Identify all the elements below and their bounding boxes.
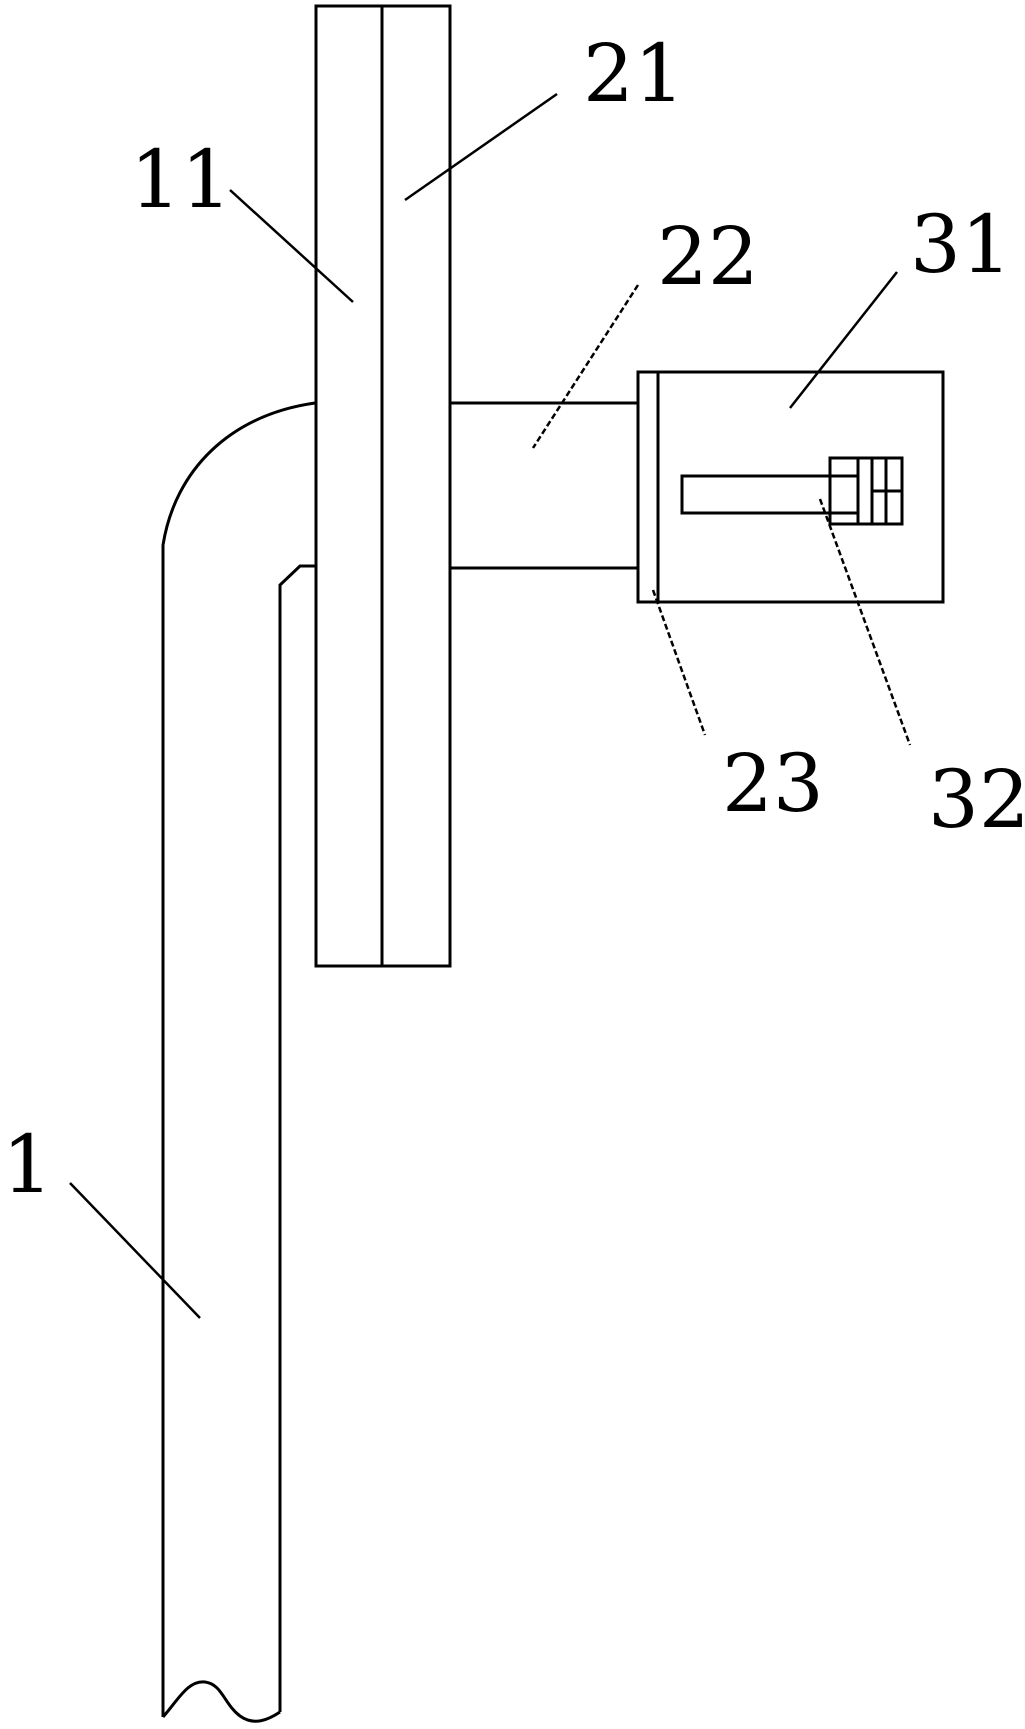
ref-label-1: 1 (2, 1118, 53, 1211)
ref-label-23: 23 (722, 737, 824, 830)
ref-label-21: 21 (583, 27, 685, 120)
leader-32 (818, 498, 912, 746)
panel-21 (380, 4, 452, 968)
arm-flange-23 (636, 370, 660, 604)
pole-break-line (161, 1680, 281, 1723)
leader-21 (404, 92, 558, 202)
ref-label-22: 22 (657, 210, 759, 303)
ref-label-11: 11 (130, 133, 232, 226)
leader-1 (69, 1182, 201, 1319)
mount-plate-11 (314, 4, 384, 968)
leader-11 (229, 189, 354, 303)
leader-22 (531, 284, 640, 449)
pole-outer-edge (161, 401, 316, 1717)
ref-label-32: 32 (928, 753, 1025, 846)
pole-inner-edge (278, 564, 316, 1712)
latch-32-bar (680, 474, 860, 515)
leader-31 (789, 271, 898, 409)
housing-31 (656, 370, 945, 604)
leader-23 (651, 589, 707, 736)
ref-label-31: 31 (910, 198, 1012, 291)
